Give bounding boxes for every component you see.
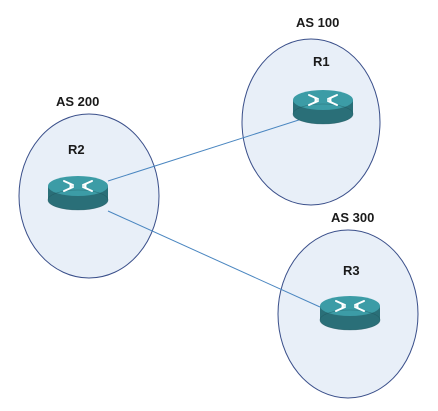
router-r2[interactable]: [47, 175, 109, 211]
router-r3[interactable]: [319, 295, 381, 331]
as200-label: AS 200: [56, 94, 99, 109]
router-r1[interactable]: [292, 89, 354, 125]
router-r2-label: R2: [68, 142, 85, 157]
router-r3-label: R3: [343, 263, 360, 278]
link-r2-r1: [107, 117, 306, 182]
as300-label: AS 300: [331, 210, 374, 225]
link-r2-r3: [107, 210, 321, 308]
router-r1-label: R1: [313, 54, 330, 69]
as100-label: AS 100: [296, 15, 339, 30]
